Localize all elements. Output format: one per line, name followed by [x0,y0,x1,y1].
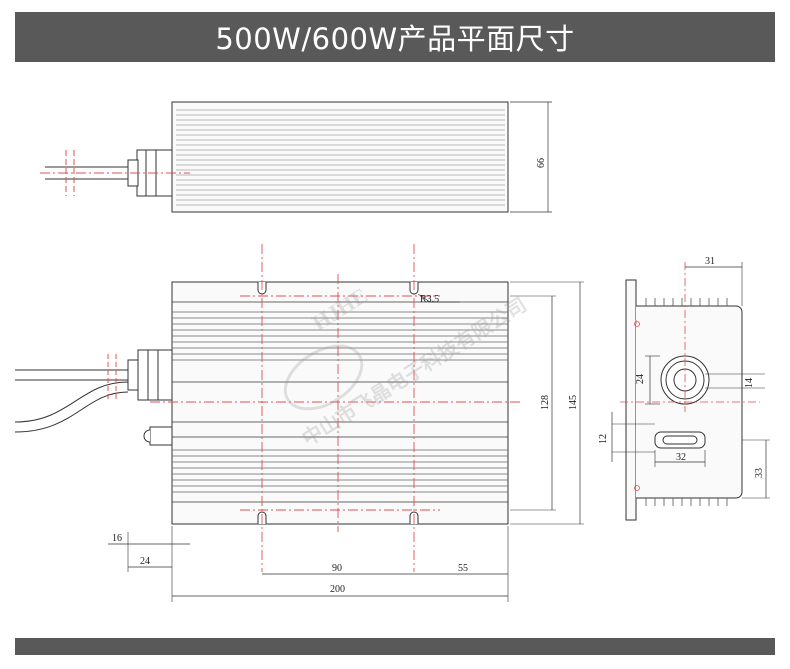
dim-slot-width: 32 [676,452,686,463]
dim-edge-to-hole: 55 [458,563,468,574]
dim-cable-len: 24 [140,556,150,567]
bottom-bar [15,638,775,655]
dim-hole-spacing: 90 [332,563,342,574]
front-view [14,244,584,602]
top-view [40,101,552,213]
dim-length: 200 [330,584,345,595]
side-fins [645,298,728,506]
dim-inner-height: 128 [540,395,551,410]
dim-gland-height: 24 [635,374,646,384]
page-title: 500W/600W产品平面尺寸 [215,22,575,56]
dim-cable-offset: 16 [112,533,122,544]
dim-side-low: 33 [754,468,765,478]
front-fins-upper [172,311,508,361]
dim-side-width: 31 [705,256,715,267]
front-fins-lower [172,449,508,493]
technical-drawing: 66 [0,62,790,638]
dim-radius: R3.5 [420,294,439,305]
title-bar: 500W/600W产品平面尺寸 [15,12,775,62]
side-view [611,262,770,521]
dim-slot-height: 12 [598,434,609,444]
dim-outer-height: 145 [568,395,579,410]
dim-gland-small: 14 [744,378,755,388]
top-fins [176,109,505,206]
dim-top-height: 66 [536,158,547,168]
